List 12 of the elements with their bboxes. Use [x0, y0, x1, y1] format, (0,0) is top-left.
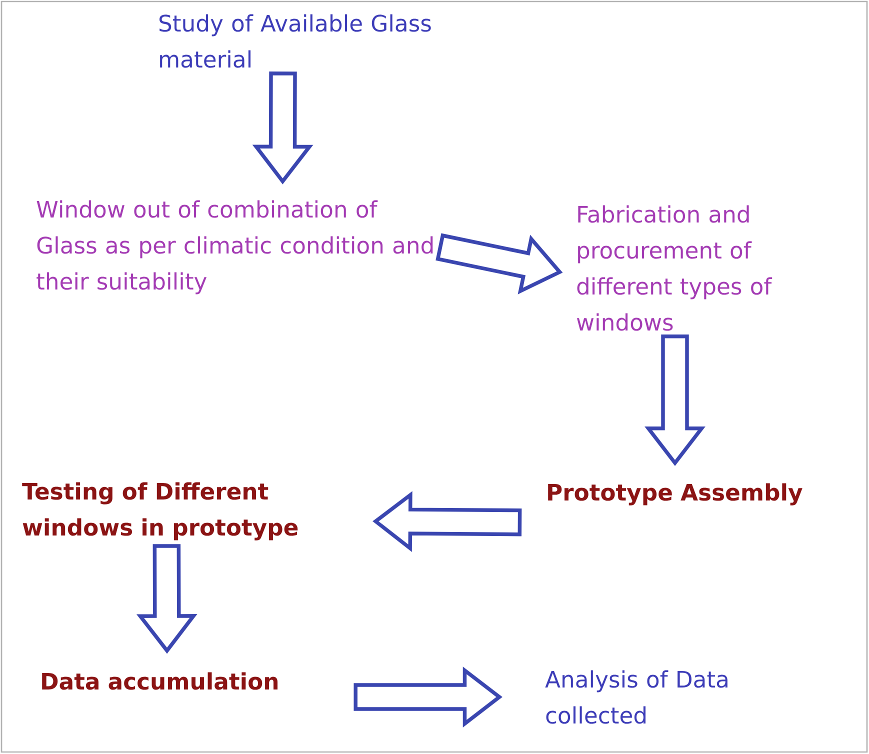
step-text: Window out of combination of Glass as per climatic condition and their suitability: [36, 200, 433, 294]
step-text: Data accumulation: [42, 672, 278, 690]
block-arrow: [644, 334, 706, 466]
step-text: Testing of Different windows in prototype: [22, 482, 298, 540]
step-text: Fabrication and procurement of different types of windows: [576, 205, 772, 331]
step-text: Analysis of Data collected: [545, 670, 728, 724]
step-text: Study of Available Glass material: [160, 14, 431, 68]
block-arrow: [252, 72, 314, 184]
block-arrow: [354, 666, 502, 728]
block-arrow: [136, 544, 198, 654]
step-text: Prototype Assembly: [548, 483, 802, 506]
block-arrow: [372, 491, 522, 552]
